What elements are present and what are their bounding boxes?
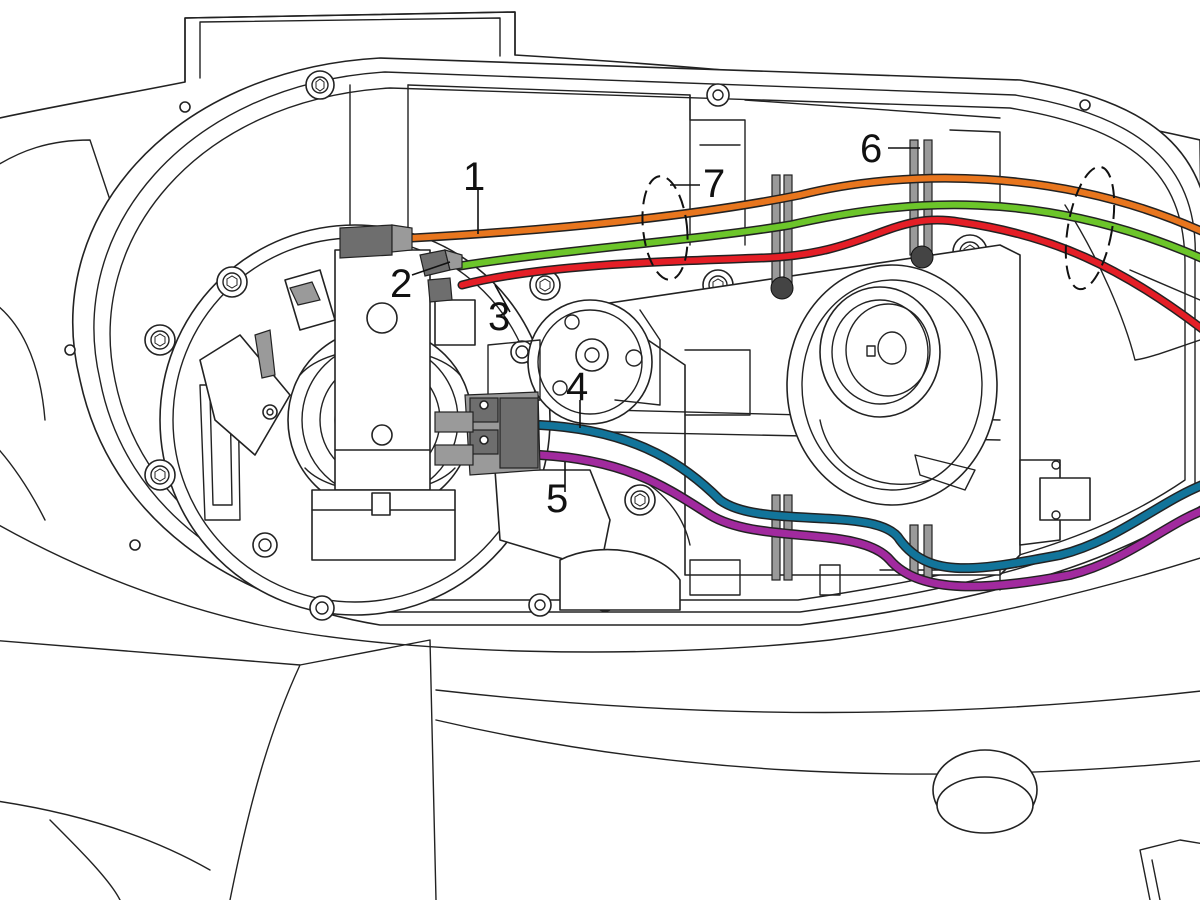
inner-frame — [349, 84, 1200, 361]
leader-lines — [411, 147, 920, 492]
callout-3: 3 — [488, 295, 510, 339]
callout-4: 4 — [566, 365, 588, 409]
cable-blue-fill — [536, 421, 1200, 572]
callout-2: 2 — [390, 262, 412, 306]
connectors — [339, 224, 541, 476]
cable-green-fill — [457, 201, 1200, 269]
cable-orange-fill — [409, 175, 1200, 241]
callout-labels: 1 2 3 4 5 6 7 — [390, 127, 882, 521]
callout-1: 1 — [463, 155, 485, 199]
cable-purple-fill — [536, 451, 1200, 590]
tie-marker-1 — [641, 175, 689, 281]
belt-drive — [487, 139, 1091, 611]
callout-7: 7 — [703, 162, 725, 206]
tie-marker-2 — [1064, 165, 1116, 291]
cable-tie-markers — [641, 165, 1116, 291]
cable-harness — [407, 173, 1200, 592]
callout-6: 6 — [860, 127, 882, 171]
callout-5: 5 — [546, 477, 568, 521]
cable-red-fill — [459, 216, 1200, 332]
